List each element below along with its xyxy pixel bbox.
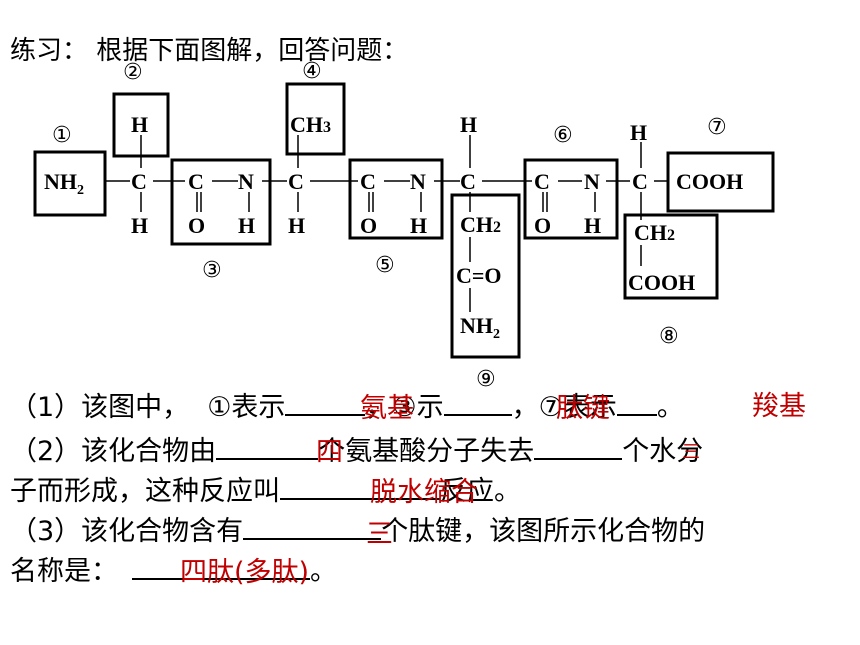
atom-nh2: NH2 — [460, 313, 500, 342]
atom-c: C — [188, 169, 204, 194]
atom-h: H — [630, 120, 647, 145]
atom-c: C — [534, 169, 550, 194]
atom-c: C — [131, 169, 147, 194]
answer-tetrapeptide: 四肽(多肽) — [180, 557, 310, 588]
box-peptide-bond-6 — [523, 158, 619, 240]
question-1: （1）该图中，①表示，③示，⑦表示。 — [10, 386, 684, 428]
box-amino-group — [33, 150, 107, 217]
atom-c: C — [360, 169, 376, 194]
box-r-group-8 — [623, 213, 719, 300]
label-9: ⑨ — [476, 367, 496, 392]
answer-dehydration: 脱水缩合 — [370, 477, 478, 508]
atom-n: N — [584, 169, 600, 194]
answer-three: 三 — [682, 442, 700, 463]
label-3: ③ — [202, 258, 222, 283]
atom-nh2: NH2 — [44, 169, 84, 198]
atom-c: C — [288, 169, 304, 194]
atom-h: H — [410, 213, 427, 238]
atom-ch2: CH2 — [460, 212, 501, 237]
atom-o: O — [360, 213, 377, 238]
box-r-group-9 — [450, 193, 521, 359]
answer-three-bonds: 三 — [366, 519, 393, 550]
label-6: ⑥ — [553, 123, 573, 148]
atom-c-double-o: C=O — [456, 263, 502, 288]
atom-c: C — [460, 169, 476, 194]
question-2a: （2）该化合物由个氨基酸分子失去个水分 — [10, 430, 703, 472]
atom-cooh: COOH — [628, 270, 695, 295]
label-5: ⑤ — [375, 253, 395, 278]
label-7: ⑦ — [707, 115, 727, 140]
atom-n: N — [410, 169, 426, 194]
atom-ch3: CH3 — [290, 112, 331, 137]
box-r-group-4 — [285, 82, 346, 156]
atom-h: H — [584, 213, 601, 238]
question-2b: 子而形成，这种反应叫反应。 — [10, 470, 521, 512]
label-8: ⑧ — [659, 324, 679, 349]
label-1: ① — [52, 123, 72, 148]
atom-o: O — [534, 213, 551, 238]
atom-o: O — [188, 213, 205, 238]
box-peptide-bond-5 — [348, 158, 444, 240]
atom-c: C — [632, 169, 648, 194]
box-peptide-bond-3 — [170, 158, 272, 246]
answer-peptide-bond: 肽键 — [556, 393, 610, 424]
answer-carboxyl: 羧基 — [752, 391, 806, 422]
answer-four: 四 — [316, 437, 343, 468]
atom-cooh: COOH — [676, 169, 743, 194]
atom-h: H — [460, 112, 477, 137]
box-carboxyl-group — [666, 151, 775, 213]
atom-h: H — [131, 112, 148, 137]
atom-ch2: CH2 — [634, 220, 675, 245]
answer-amino: 氨基 — [360, 393, 414, 424]
page-title: 练习： 根据下面图解，回答问题： — [10, 36, 409, 66]
atom-n: N — [238, 169, 254, 194]
question-3a: （3）该化合物含有个肽键，该图所示化合物的 — [10, 510, 705, 552]
question-3b: 名称是：。 — [10, 550, 337, 592]
atom-h: H — [131, 213, 148, 238]
label-4: ④ — [302, 59, 322, 84]
label-2: ② — [123, 60, 143, 85]
atom-h: H — [238, 213, 255, 238]
atom-h: H — [288, 213, 305, 238]
